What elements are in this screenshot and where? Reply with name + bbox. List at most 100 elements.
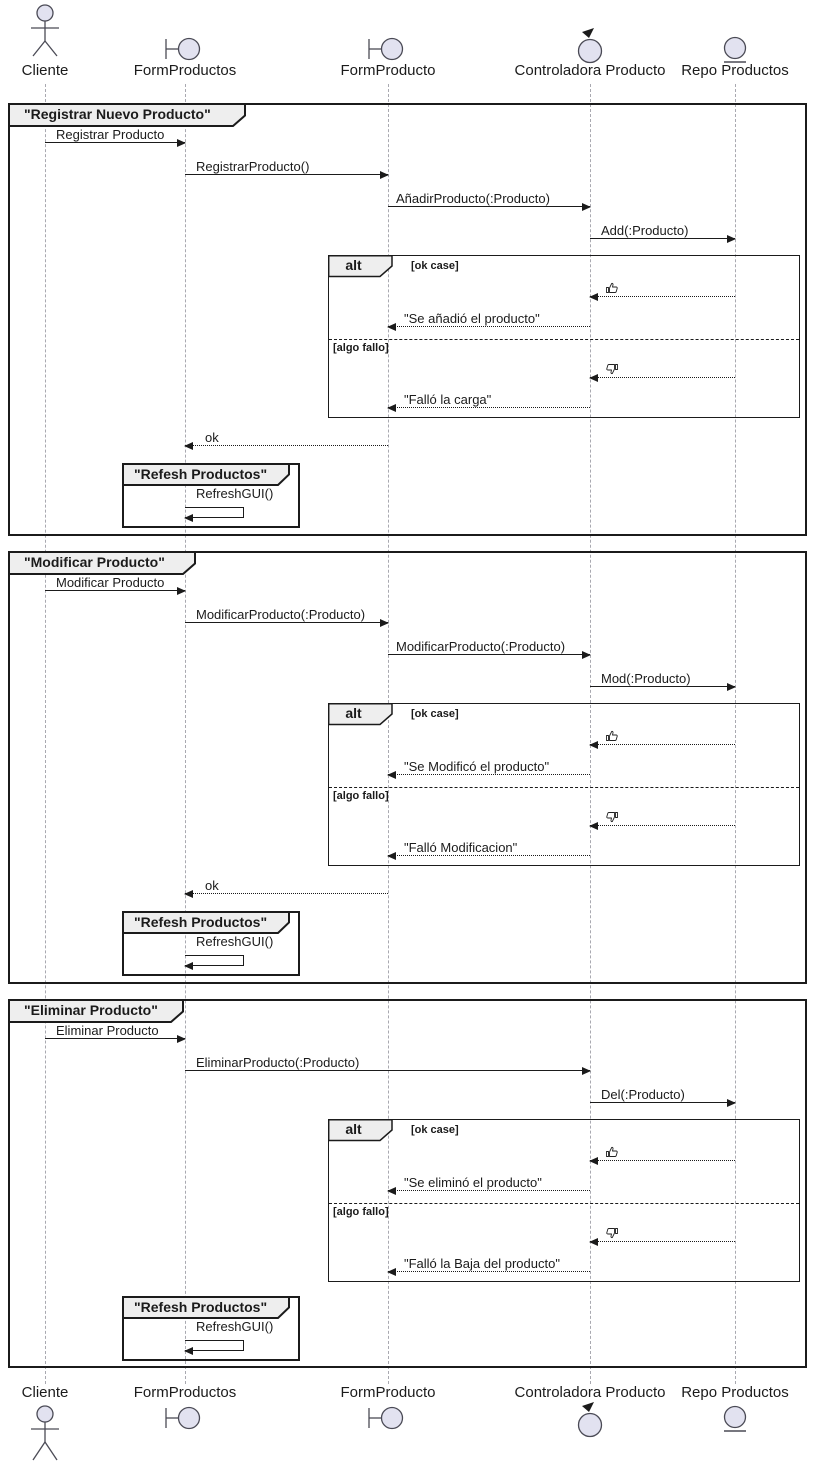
msg-registrar-producto-arrow <box>45 139 186 147</box>
guard-ok-case: [ok case] <box>411 708 459 720</box>
lifeline-formproducto <box>387 84 389 1384</box>
msg-refreshgui-self-arrow <box>184 955 244 970</box>
alt-operator: alt <box>345 1120 362 1137</box>
reply-fallo-carga-label: "Falló la carga" <box>404 392 492 407</box>
alt-frame-1: alt [ok case] [algo fallo] <box>327 254 800 418</box>
alt-divider <box>329 1203 799 1204</box>
control-icon <box>577 28 603 64</box>
ref-title: "Refesh Productos" <box>134 466 268 482</box>
participant-label-repo-bottom: Repo Productos <box>681 1384 789 1401</box>
frame-title: "Registrar Nuevo Producto" <box>24 106 211 122</box>
lifeline-cliente <box>44 84 46 1384</box>
msg-modificar-producto-label: Modificar Producto <box>56 575 165 590</box>
reply-fail-arrow <box>589 1238 735 1246</box>
msg-del-label: Del(:Producto) <box>601 1087 685 1102</box>
reply-ok-arrow <box>589 1157 735 1165</box>
msg-refreshgui-label: RefreshGUI() <box>196 934 274 949</box>
thumbs-down-icon <box>606 812 618 823</box>
reply-ok-arrow2 <box>184 442 388 450</box>
msg-modificarproducto-form-arrow <box>185 619 389 627</box>
ref-refesh-productos-1: "Refesh Productos" <box>122 463 300 528</box>
ref-title-tab: "Refesh Productos" <box>122 911 292 940</box>
msg-eliminar-producto-label: Eliminar Producto <box>56 1023 159 1038</box>
entity-icon <box>723 1405 747 1432</box>
lifeline-formproductos <box>184 84 186 1384</box>
reply-se-anadio-label: "Se añadió el producto" <box>404 311 540 326</box>
frame-title-tab: "Eliminar Producto" <box>8 999 186 1029</box>
alt-operator: alt <box>345 256 362 273</box>
ref-refesh-productos-3: "Refesh Productos" <box>122 1296 300 1361</box>
thumbs-up-icon <box>606 730 618 741</box>
alt-frame-3: alt [ok case] [algo fallo] <box>327 1118 800 1282</box>
guard-ok-case: [ok case] <box>411 260 459 272</box>
reply-fallo-carga-arrow <box>387 404 590 412</box>
boundary-icon <box>165 1406 201 1430</box>
reply-se-elimino-label: "Se eliminó el producto" <box>404 1175 542 1190</box>
thumbs-up-icon <box>606 282 618 293</box>
msg-eliminarproducto-label: EliminarProducto(:Producto) <box>196 1055 360 1070</box>
msg-refreshgui-self-arrow <box>184 1340 244 1355</box>
frame-title-tab: "Registrar Nuevo Producto" <box>8 103 248 133</box>
frame-title: "Eliminar Producto" <box>24 1002 158 1018</box>
msg-modificar-producto-arrow <box>45 587 186 595</box>
participant-label-controladora: Controladora Producto <box>514 62 666 79</box>
ref-title-tab: "Refesh Productos" <box>122 1296 292 1325</box>
thumbs-down-icon <box>606 364 618 375</box>
participant-label-formproductos-bottom: FormProductos <box>133 1384 237 1401</box>
participant-label-formproductos: FormProductos <box>133 62 237 79</box>
alt-divider <box>329 787 799 788</box>
guard-algo-fallo: [algo fallo] <box>333 342 389 354</box>
guard-algo-fallo: [algo fallo] <box>333 1206 389 1218</box>
boundary-icon <box>165 37 201 61</box>
reply-se-modifico-arrow <box>387 771 590 779</box>
participant-label-controladora-bottom: Controladora Producto <box>514 1384 666 1401</box>
thumbs-down-icon <box>606 1228 618 1239</box>
msg-refreshgui-label: RefreshGUI() <box>196 1319 274 1334</box>
alt-frame-2: alt [ok case] [algo fallo] <box>327 702 800 866</box>
alt-operator: alt <box>345 704 362 721</box>
ref-title-tab: "Refesh Productos" <box>122 463 292 492</box>
msg-modificarproducto-ctrl-label: ModificarProducto(:Producto) <box>396 639 566 654</box>
reply-ok-arrow <box>589 293 735 301</box>
ref-title: "Refesh Productos" <box>134 914 268 930</box>
participant-label-cliente-bottom: Cliente <box>21 1384 69 1401</box>
participant-label-formproducto: FormProducto <box>340 62 436 79</box>
participant-label-repo: Repo Productos <box>681 62 789 79</box>
control-icon <box>577 1402 603 1438</box>
participant-label-formproducto-bottom: FormProducto <box>340 1384 436 1401</box>
msg-modificarproducto-form-label: ModificarProducto(:Producto) <box>196 607 366 622</box>
reply-fallo-modificacion-label: "Falló Modificacion" <box>404 840 518 855</box>
alt-operator-tab: alt <box>327 1118 394 1147</box>
actor-icon <box>31 1405 59 1461</box>
reply-ok-arrow <box>589 741 735 749</box>
msg-eliminarproducto-arrow <box>185 1067 591 1075</box>
participant-label-cliente: Cliente <box>21 62 69 79</box>
msg-mod-arrow <box>590 683 736 691</box>
reply-se-modifico-label: "Se Modificó el producto" <box>404 759 550 774</box>
reply-se-elimino-arrow <box>387 1187 590 1195</box>
thumbs-up-icon <box>606 1146 618 1157</box>
msg-eliminar-producto-arrow <box>45 1035 186 1043</box>
boundary-icon <box>368 1406 404 1430</box>
ref-title: "Refesh Productos" <box>134 1299 268 1315</box>
actor-icon <box>31 4 59 57</box>
frame-eliminar-producto: "Eliminar Producto" <box>8 999 807 1368</box>
lifeline-repo <box>734 84 736 1384</box>
msg-del-arrow <box>590 1099 736 1107</box>
msg-registrarproducto-arrow <box>185 171 389 179</box>
msg-refreshgui-self-arrow <box>184 507 244 522</box>
msg-anadirproducto-arrow <box>388 203 591 211</box>
entity-icon <box>723 36 747 63</box>
msg-anadirproducto-label: AñadirProducto(:Producto) <box>396 191 550 206</box>
frame-title-tab: "Modificar Producto" <box>8 551 198 581</box>
boundary-icon <box>368 37 404 61</box>
alt-operator-tab: alt <box>327 254 394 283</box>
msg-add-label: Add(:Producto) <box>601 223 689 238</box>
reply-fallo-baja-label: "Falló la Baja del producto" <box>404 1256 560 1271</box>
guard-algo-fallo: [algo fallo] <box>333 790 389 802</box>
alt-operator-tab: alt <box>327 702 394 731</box>
msg-registrarproducto-label: RegistrarProducto() <box>196 159 310 174</box>
reply-ok-arrow2 <box>184 890 388 898</box>
msg-registrar-producto-label: Registrar Producto <box>56 127 165 142</box>
